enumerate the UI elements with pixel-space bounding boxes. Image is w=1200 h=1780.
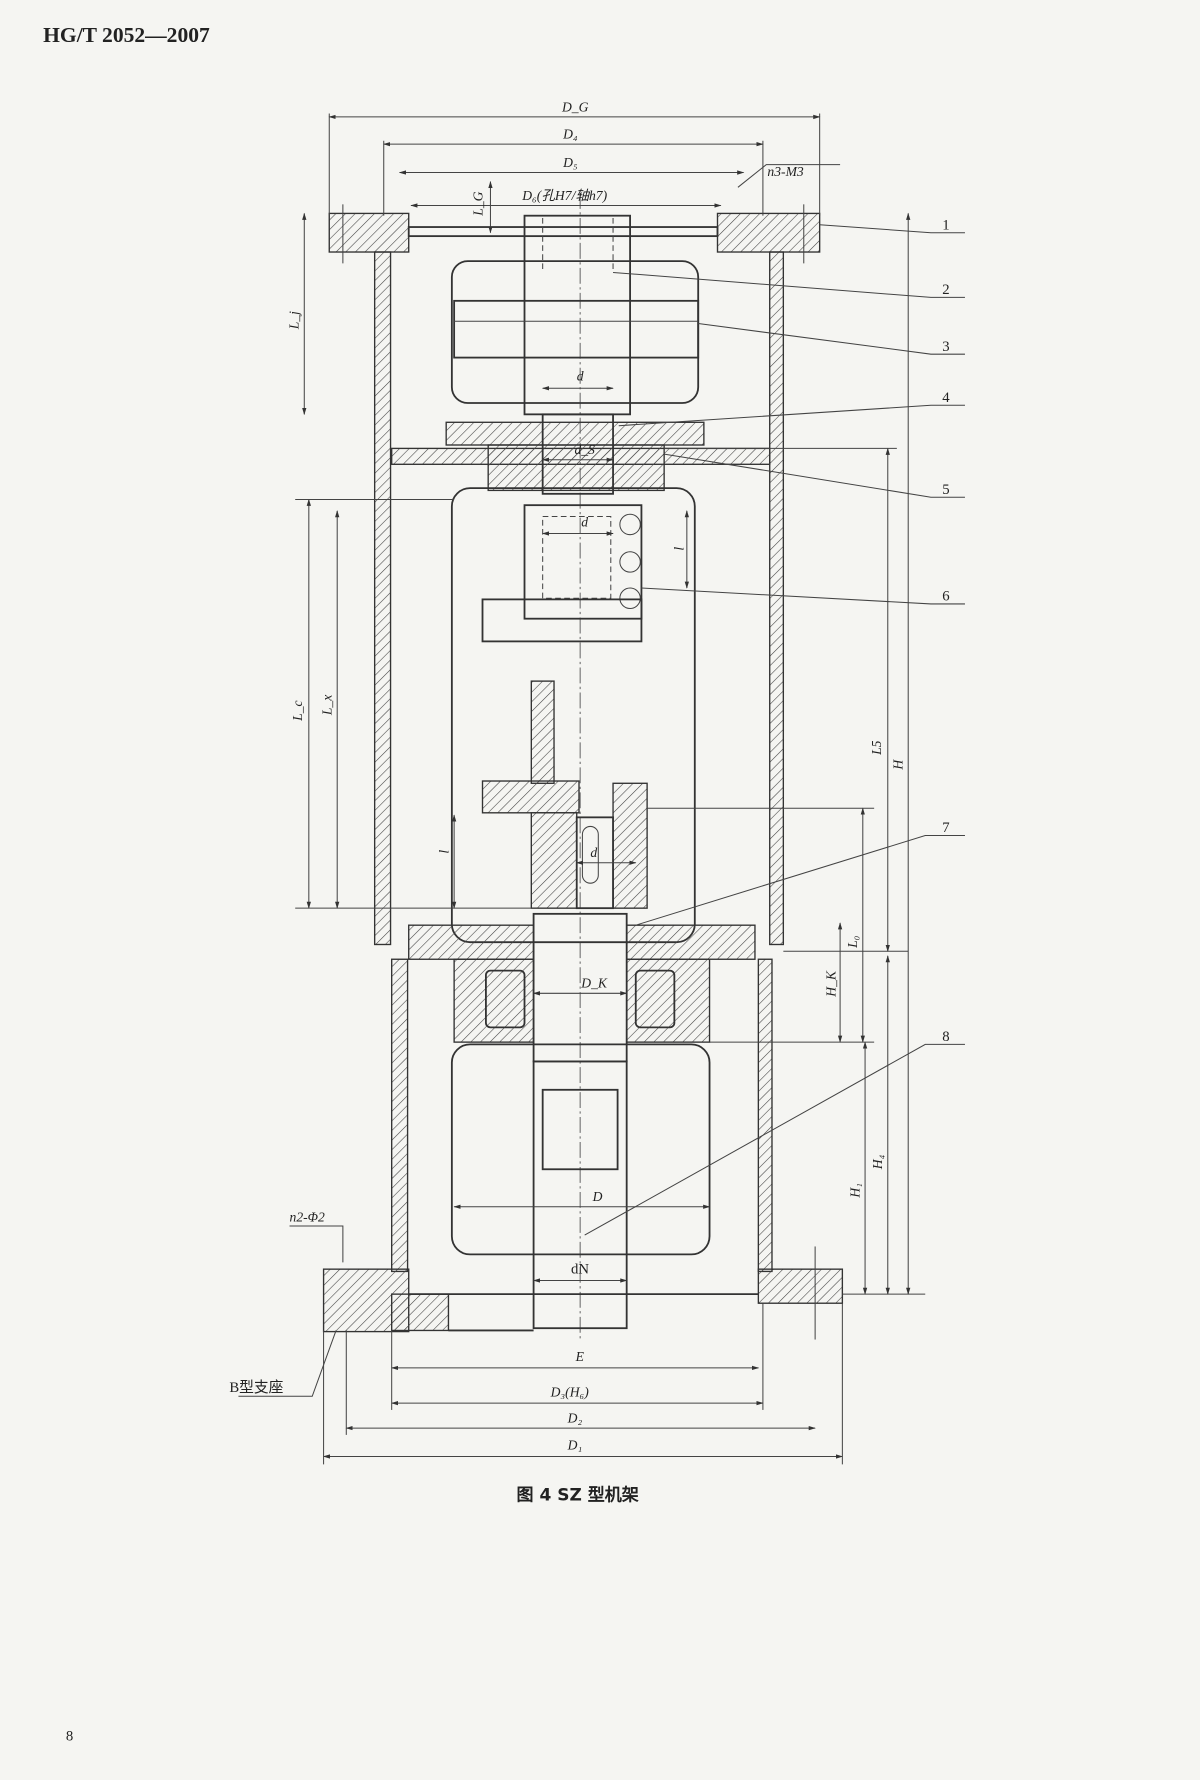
dim-d-top: d [577, 368, 584, 383]
dim-E: E [575, 1349, 585, 1364]
dim-D3: D₃(H₆) [550, 1384, 590, 1400]
dim-dN: dN [571, 1262, 589, 1278]
dim-D2: D₂ [567, 1410, 583, 1425]
dim-LG: L_G [471, 191, 486, 216]
dim-dS: d_S [574, 442, 595, 457]
dim-n3-M3: n3-M3 [767, 164, 803, 179]
upper-housing [373, 214, 785, 946]
callout-leaders [238, 164, 965, 1397]
dim-D: D [592, 1189, 603, 1204]
dim-Lc: L_c [290, 700, 305, 721]
callout-8: 8 [942, 1029, 949, 1045]
callout-6: 6 [942, 589, 949, 605]
horizontal-dimensions [322, 113, 844, 1465]
figure-caption: 图 4 SZ 型机架 [517, 1485, 639, 1506]
dim-H1: H₁ [847, 1183, 862, 1199]
dim-l-low: l [436, 850, 451, 854]
dim-L0: L₀ [845, 935, 860, 949]
standard-number: HG/T 2052—2007 [43, 23, 210, 47]
lower-bearing [408, 912, 756, 1063]
dim-L5: L5 [869, 740, 884, 756]
dim-d-low: d [590, 845, 597, 860]
callout-5: 5 [942, 482, 949, 498]
middle-section [450, 487, 696, 944]
top-flange [328, 204, 821, 264]
dim-H: H [891, 759, 906, 771]
vertical-dimensions [295, 180, 926, 1295]
dim-d-mid: d [581, 515, 588, 530]
dim-DG: D_G [561, 99, 589, 114]
dim-D5: D₅ [562, 155, 578, 170]
dim-Lj: L_j [287, 311, 302, 330]
callout-2: 2 [942, 282, 949, 298]
dim-n2-phi2: n2-Φ2 [290, 1209, 326, 1224]
dim-HK: H_K [824, 970, 839, 998]
dim-D6: D₆(孔H7/轴h7) [521, 188, 607, 204]
callout-3: 3 [942, 339, 949, 355]
dim-l-top: l [671, 547, 686, 551]
dim-Lx: L_x [320, 695, 335, 716]
dim-D4: D₄ [562, 126, 578, 141]
dim-H4: H₄ [870, 1154, 885, 1170]
lower-housing [322, 958, 844, 1340]
page-number: 8 [66, 1728, 73, 1744]
label-b-support: B型支座 [229, 1379, 283, 1396]
callout-4: 4 [942, 390, 950, 406]
dim-DK: D_K [580, 976, 608, 991]
callout-1: 1 [942, 217, 949, 233]
callout-7: 7 [942, 820, 949, 836]
dim-D1: D₁ [567, 1438, 583, 1453]
